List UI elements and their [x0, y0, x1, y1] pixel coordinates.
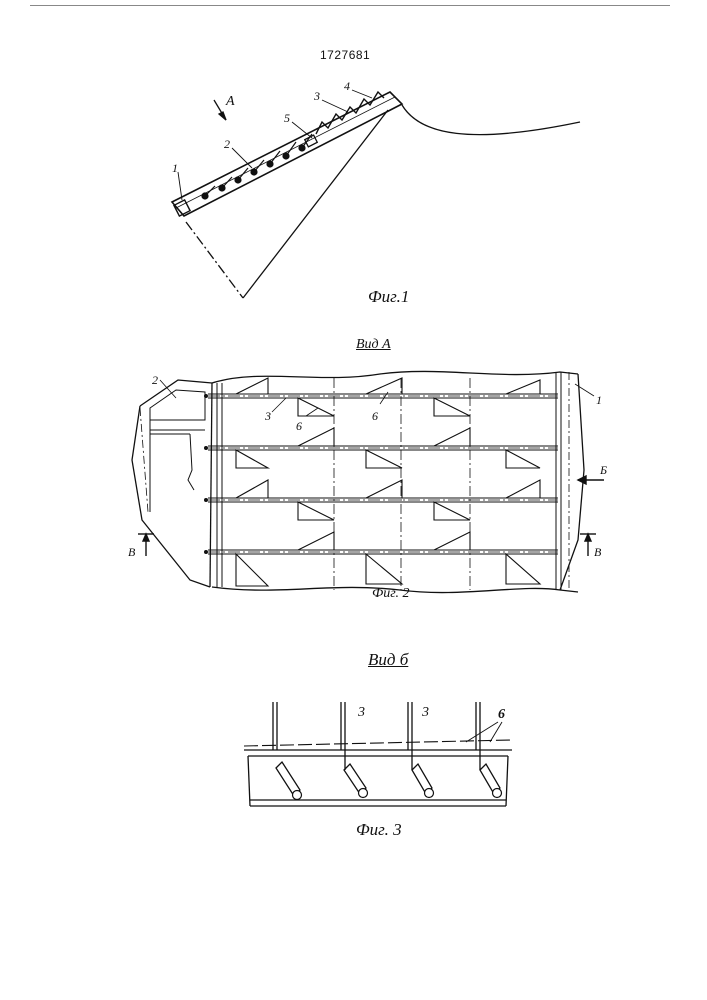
label-fig2-2: 2 [152, 373, 158, 387]
figure-3-view-title: Вид б [368, 650, 408, 670]
label-1: 1 [172, 161, 178, 175]
label-fig2-3: 3 [264, 409, 271, 423]
label-fig2-1: 1 [596, 393, 602, 407]
figure-1-drawing: 1 2 3 4 5 A [0, 0, 707, 330]
label-fig2-v-left: В [128, 545, 136, 559]
label-fig2-6a: 6 [296, 419, 302, 433]
figure-3-caption: Фиг. 3 [356, 820, 402, 840]
label-fig3-3a: 3 [357, 705, 365, 720]
label-a: A [225, 94, 235, 109]
label-fig2-v-right: В [594, 545, 602, 559]
label-4: 4 [344, 79, 350, 93]
label-fig3-3b: 3 [421, 705, 429, 720]
label-2: 2 [224, 137, 230, 151]
figure-2-drawing: 2 1 3 6 6 6 Б В В [0, 340, 707, 620]
label-5: 5 [284, 111, 290, 125]
label-3: 3 [313, 89, 320, 103]
figure-1-caption: Фиг.1 [368, 287, 409, 307]
label-fig2-6b: 6 [372, 409, 378, 423]
label-fig3-6: 6 [498, 707, 505, 722]
figure-2-caption: Фиг. 2 [372, 586, 410, 602]
figure-3-drawing: 3 3 6 [0, 690, 707, 840]
label-fig2-b-arrow: Б [599, 463, 607, 477]
